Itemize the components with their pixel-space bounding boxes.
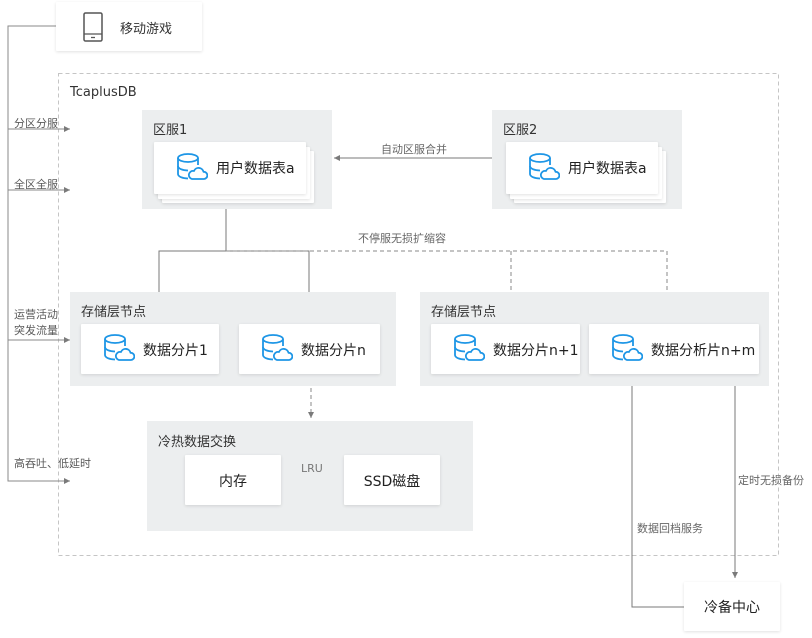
- mobile-game-label: 移动游戏: [120, 22, 173, 37]
- database-cloud-icon: [177, 153, 208, 180]
- storage-right-title: 存储层节点: [431, 305, 497, 320]
- ssd-card: SSD磁盘: [344, 455, 440, 505]
- zone1-title: 区服1: [153, 123, 188, 138]
- side-label-operations: 运营活动: [14, 308, 58, 321]
- zone2-table-card: 用户数据表a: [506, 142, 658, 194]
- zone1-table-card: 用户数据表a: [154, 142, 306, 194]
- zone1-table-label: 用户数据表a: [216, 161, 295, 177]
- side-label-throughput: 高吞吐、低延时: [14, 457, 91, 470]
- database-cloud-icon: [454, 334, 485, 361]
- shard-nm-card: 数据分析片n+m: [589, 324, 759, 374]
- database-cloud-icon: [529, 153, 560, 180]
- shard-nm-label: 数据分析片n+m: [651, 343, 756, 359]
- cold-center-node: 冷备中心: [684, 582, 780, 631]
- lru-label: LRU: [301, 462, 323, 475]
- side-label-global: 全区全服: [14, 178, 58, 191]
- shard-n1-label: 数据分片n+1: [493, 343, 579, 359]
- database-cloud-icon: [612, 334, 643, 361]
- shard-n-label: 数据分片n: [301, 343, 366, 359]
- ssd-label: SSD磁盘: [363, 474, 421, 490]
- restore-arrow: [629, 376, 684, 608]
- shard-1-card: 数据分片1: [81, 324, 219, 374]
- storage-left-title: 存储层节点: [81, 305, 147, 320]
- database-cloud-icon: [262, 334, 293, 361]
- shard-1-label: 数据分片1: [143, 343, 208, 359]
- zone2-title: 区服2: [503, 123, 538, 138]
- side-label-partition: 分区分服: [14, 117, 58, 130]
- shard-n1-card: 数据分片n+1: [431, 324, 580, 374]
- merge-label: 自动区服合并: [381, 143, 447, 156]
- zone1-to-storage-line: [156, 208, 227, 318]
- database-cloud-icon: [104, 334, 135, 361]
- memory-label: 内存: [219, 474, 247, 490]
- tcaplusdb-border: [58, 73, 779, 556]
- shard-n-card: 数据分片n: [239, 324, 380, 374]
- memory-card: 内存: [185, 455, 281, 505]
- coldhot-title: 冷热数据交换: [158, 435, 237, 450]
- tcaplusdb-title: TcaplusDB: [70, 85, 137, 100]
- scale-label: 不停服无损扩缩容: [358, 232, 446, 245]
- tablet-icon: [83, 12, 103, 42]
- cold-center-label: 冷备中心: [704, 600, 760, 616]
- restore-label: 数据回档服务: [637, 522, 703, 535]
- backup-label: 定时无损备份: [738, 474, 804, 487]
- side-label-burst: 突发流量: [14, 324, 58, 337]
- zone2-table-label: 用户数据表a: [568, 161, 647, 177]
- mobile-game-node: 移动游戏: [56, 2, 202, 51]
- left-trunk-line: [7, 25, 70, 482]
